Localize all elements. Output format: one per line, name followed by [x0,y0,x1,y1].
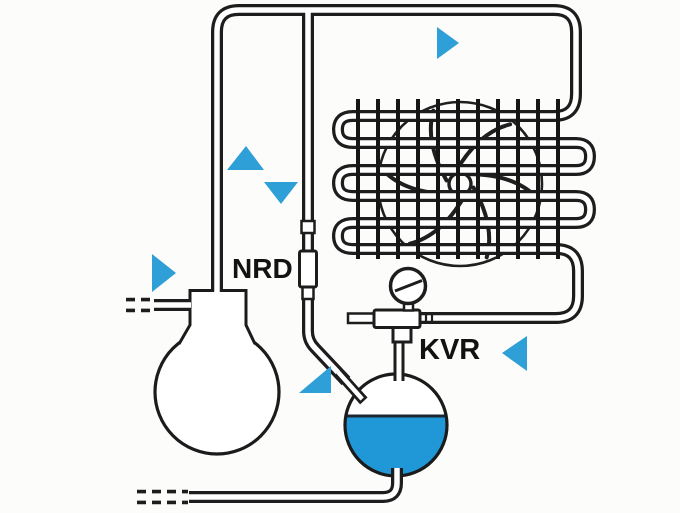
gauge-needle [394,279,423,293]
kvr-inlet-stub [346,312,378,325]
nrd-valve-label: NRD [232,253,293,284]
flow-arrow-left-icon [502,336,527,371]
dip-tube-cap [358,395,368,405]
condenser-fins [356,99,560,259]
kvr-valve-label: KVR [419,334,480,366]
nrd-check-valve [298,219,318,301]
receiver-liquid [345,416,447,476]
nrd-valve-body [298,249,318,289]
compressor [153,289,281,456]
nrd-lower-collar [301,285,315,301]
flow-arrow-top-right-icon [437,27,459,59]
pipe-receiver-outlet [189,468,403,503]
flow-arrow-inlet-right-icon [152,254,176,292]
flow-arrows [152,27,527,393]
flow-arrow-down-icon [264,182,298,204]
flow-arrow-up-icon [227,146,264,170]
kvr-regulator [346,266,434,344]
liquid-receiver [334,368,449,481]
compressor-shell [153,328,281,456]
receiver-pipe-sockets [334,368,405,481]
flow-arrow-up-right-icon [299,366,331,393]
dashed-line-stubs [126,297,188,505]
kvr-lower-collar [391,325,413,344]
nrd-upper-collar [300,219,316,235]
compressor-neck [177,289,257,345]
kvr-valve-body [372,308,422,329]
